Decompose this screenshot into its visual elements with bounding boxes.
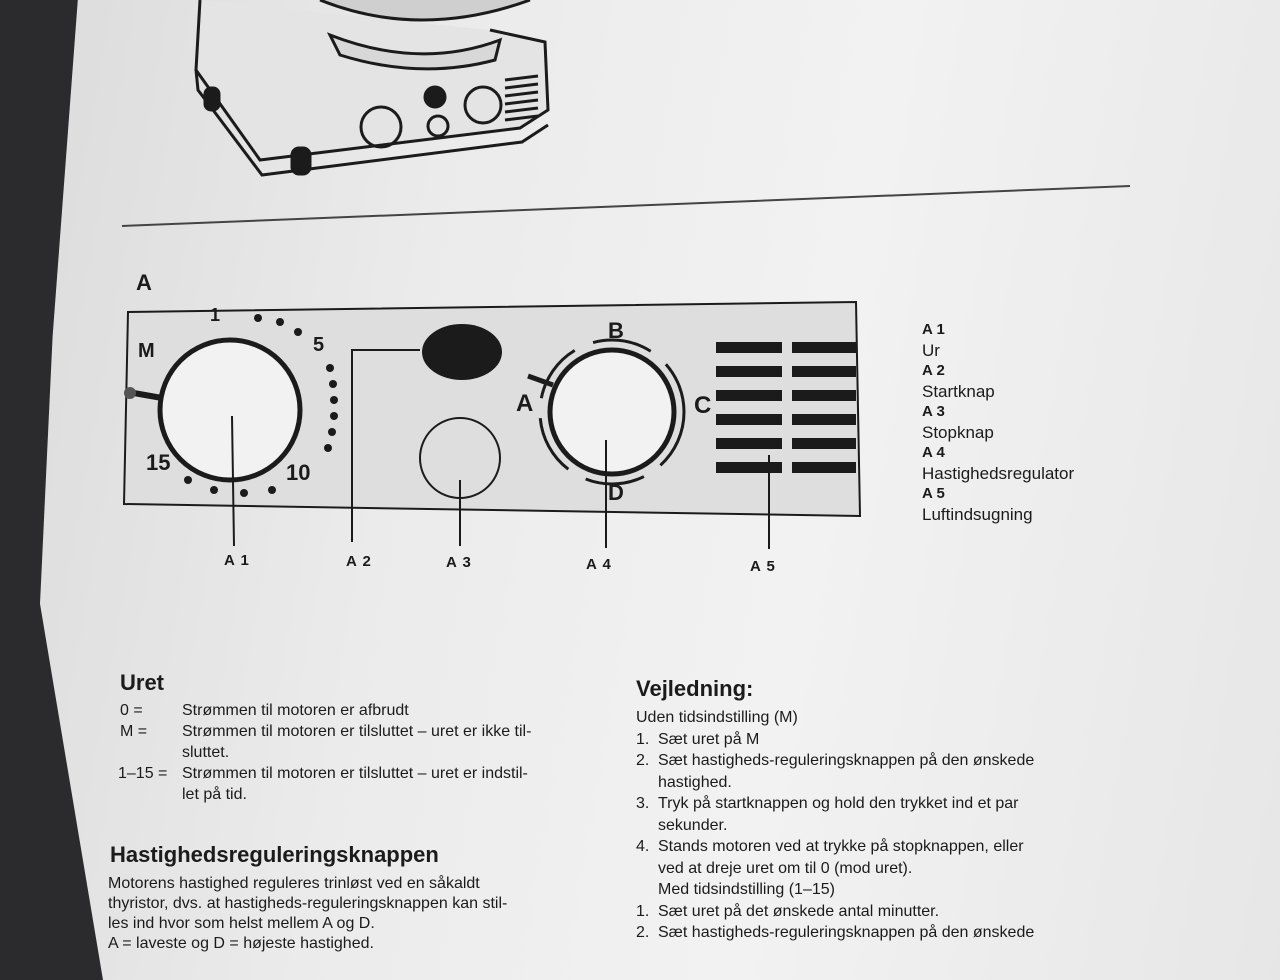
legend-code: A 5 (922, 485, 945, 502)
legend-text: Luftindsugning (922, 504, 1033, 524)
vejledning-subheading: Uden tidsindstilling (M) (636, 709, 798, 726)
panel-letter: A (136, 270, 152, 295)
uret-line: Strømmen til motoren er tilsluttet – ure… (182, 765, 528, 782)
legend-code: A 4 (922, 444, 945, 461)
uret-key: 0 = (120, 702, 143, 719)
uret-heading: Uret (120, 670, 165, 695)
legend-text: Hastighedsregulator (922, 463, 1075, 483)
uret-definitions: 0 = Strømmen til motoren er afbrudt M = … (118, 700, 618, 805)
timer-dial (124, 314, 338, 547)
step-line: hastighed. (658, 773, 732, 791)
step-number: 2. (636, 752, 650, 769)
callout-a3: A 3 (446, 554, 472, 571)
uret-line: Strømmen til motoren er tilsluttet – ure… (182, 723, 532, 740)
hastighed-line: thyristor, dvs. at hastigheds-regulering… (108, 895, 508, 912)
step-number: 3. (636, 795, 650, 812)
hastighed-line: Motorens hastighed reguleres trinløst ve… (108, 875, 480, 892)
panel-outline (122, 300, 862, 518)
step-line: Sæt hastigheds-reguleringsknappen på den… (658, 924, 1035, 941)
dial-mark-15: 15 (146, 450, 171, 475)
speed-mark-c: C (694, 392, 712, 419)
step-line: Sæt hastigheds-reguleringsknappen på den… (658, 752, 1035, 769)
appliance-illustration (194, 0, 550, 177)
callout-a2: A 2 (346, 553, 372, 570)
start-button-drawing (422, 324, 502, 380)
step-line: Tryk på startknappen og hold den trykket… (658, 795, 1019, 812)
step-number: 1. (636, 730, 650, 748)
step-number: 4. (636, 838, 650, 855)
speed-dial (527, 338, 686, 548)
uret-key: M = (120, 723, 148, 740)
dial-mark-1: 1 (210, 305, 221, 325)
uret-line: sluttet. (182, 744, 230, 761)
vejledning-subheading: Med tidsindstilling (1–15) (658, 881, 835, 898)
legend-code: A 2 (922, 362, 945, 379)
uret-line: Strømmen til motoren er afbrudt (182, 702, 409, 719)
callout-a1: A 1 (224, 552, 250, 569)
hastighed-text: Motorens hastighed reguleres trinløst ve… (108, 874, 608, 954)
step-line: ved at dreje uret om til 0 (mod uret). (658, 859, 913, 877)
dial-mark-5: 5 (313, 334, 325, 356)
legend-code: A 3 (922, 403, 945, 420)
step-number: 2. (636, 924, 650, 941)
legend-text: Startknap (922, 381, 995, 401)
hastighed-line: les ind hvor som helst mellem A og D. (108, 915, 375, 932)
dial-mark-m: M (138, 340, 155, 362)
step-number: 1. (636, 902, 650, 920)
divider-line (121, 185, 1131, 227)
speed-mark-b: B (608, 318, 624, 343)
air-intake-grille (716, 342, 856, 549)
step-line: sekunder. (658, 816, 728, 834)
speed-mark-a: A (516, 390, 534, 417)
callout-a5: A 5 (750, 558, 776, 575)
hastighed-heading: Hastighedsreguleringsknappen (110, 842, 439, 867)
legend: A 1 Ur A 2 Startknap A 3 Stopknap A 4 Ha… (922, 320, 1074, 525)
uret-line: let på tid. (182, 786, 247, 803)
vejledning-heading: Vejledning: (636, 676, 754, 701)
legend-text: Ur (922, 340, 940, 360)
legend-text: Stopknap (922, 422, 994, 442)
legend-code: A 1 (922, 321, 945, 338)
callout-a4: A 4 (586, 556, 612, 573)
uret-key: 1–15 = (118, 765, 168, 782)
step-line: Sæt uret på det ønskede antal minutter. (658, 902, 940, 920)
hastighed-line: A = laveste og D = højeste hastighed. (108, 935, 374, 952)
vejledning-steps: Uden tidsindstilling (M) 1. Sæt uret på M… (636, 707, 1176, 944)
control-panel-diagram (121, 0, 1131, 549)
step-line: Sæt uret på M (658, 730, 760, 748)
speed-mark-d: D (608, 480, 624, 505)
dial-mark-10: 10 (286, 460, 311, 485)
step-line: Stands motoren ved at trykke på stopknap… (658, 838, 1024, 855)
